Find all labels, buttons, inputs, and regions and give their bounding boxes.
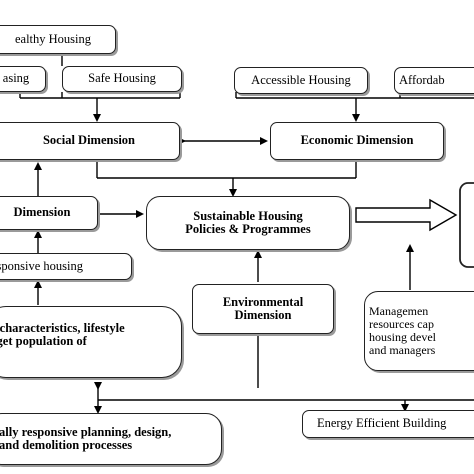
sustainable-policies-label: Sustainable Housing Policies & Programme… — [185, 208, 311, 236]
planning-label: ally responsive planning, design, and de… — [0, 424, 172, 452]
responsive-housing-node: esponsive housing — [0, 253, 132, 280]
environmental-dimension-label: Environmental Dimension — [222, 294, 304, 322]
responsive-housing-label: esponsive housing — [0, 258, 84, 273]
planning-node: ally responsive planning, design, and de… — [0, 413, 222, 465]
left-housing-label: asing — [2, 71, 30, 86]
economic-dimension-node: Economic Dimension — [270, 122, 444, 160]
cultural-dimension-node: Dimension — [0, 196, 98, 230]
output-box — [459, 182, 474, 268]
characteristics-label: c characteristics, lifestyle rget popula… — [0, 320, 125, 349]
environmental-dimension-node: Environmental Dimension — [192, 284, 334, 334]
economic-dimension-label: Economic Dimension — [300, 133, 414, 148]
accessible-housing-label: Accessible Housing — [251, 72, 351, 87]
sustainable-policies-node: Sustainable Housing Policies & Programme… — [146, 196, 350, 250]
cultural-dimension-label: Dimension — [13, 205, 71, 220]
healthy-housing-node: ealthy Housing — [0, 25, 116, 54]
energy-buildings-label: Energy Efficient Building — [317, 416, 447, 431]
accessible-housing-node: Accessible Housing — [234, 67, 368, 94]
characteristics-node: c characteristics, lifestyle rget popula… — [0, 306, 182, 378]
management-label: Managemen resources cap housing devel an… — [369, 304, 436, 357]
left-housing-node: asing — [0, 66, 46, 92]
management-node: Managemen resources cap housing devel an… — [364, 291, 474, 371]
healthy-housing-label: ealthy Housing — [14, 31, 92, 46]
affordable-housing-label: Affordab — [399, 72, 445, 87]
energy-buildings-node: Energy Efficient Building — [302, 410, 474, 438]
affordable-housing-node: Affordab — [394, 67, 474, 94]
output-arrow — [355, 198, 458, 232]
social-dimension-node: Social Dimension — [0, 122, 180, 160]
safe-housing-node: Safe Housing — [62, 66, 182, 92]
social-dimension-label: Social Dimension — [42, 133, 136, 148]
safe-housing-label: Safe Housing — [88, 71, 156, 86]
